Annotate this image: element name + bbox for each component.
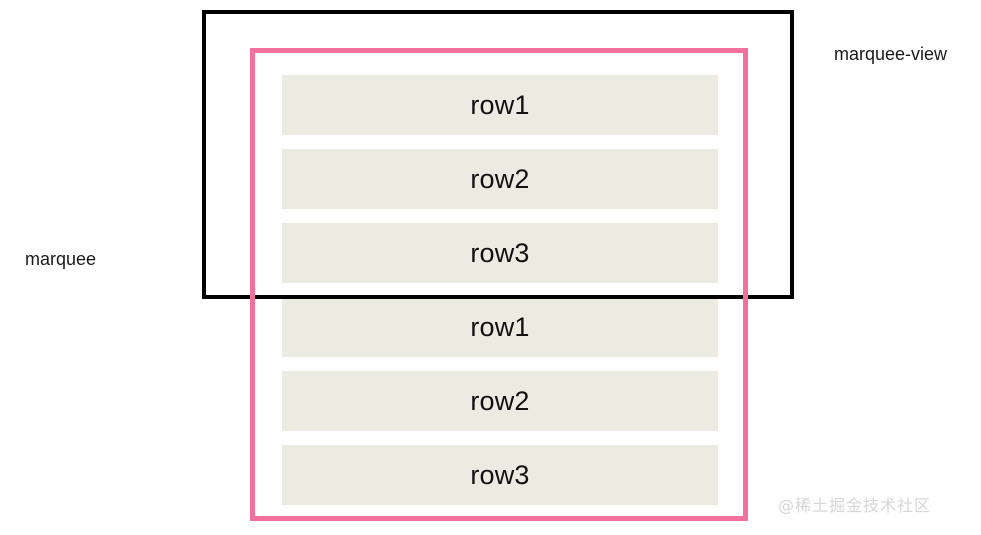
watermark: @稀土掘金技术社区 (778, 496, 932, 515)
marquee-row: row2 (282, 149, 718, 209)
marquee-label: marquee (25, 249, 97, 269)
marquee-row-list: row1 row2 row3 row1 row2 row3 (282, 75, 718, 505)
marquee-row: row1 (282, 297, 718, 357)
marquee-view-outline (202, 10, 794, 299)
marquee-row: row3 (282, 445, 718, 505)
marquee-row: row1 (282, 75, 718, 135)
marquee-row: row3 (282, 223, 718, 283)
marquee-track-outline (250, 48, 748, 521)
marquee-view-label: marquee-view (834, 44, 948, 64)
marquee-row: row2 (282, 371, 718, 431)
